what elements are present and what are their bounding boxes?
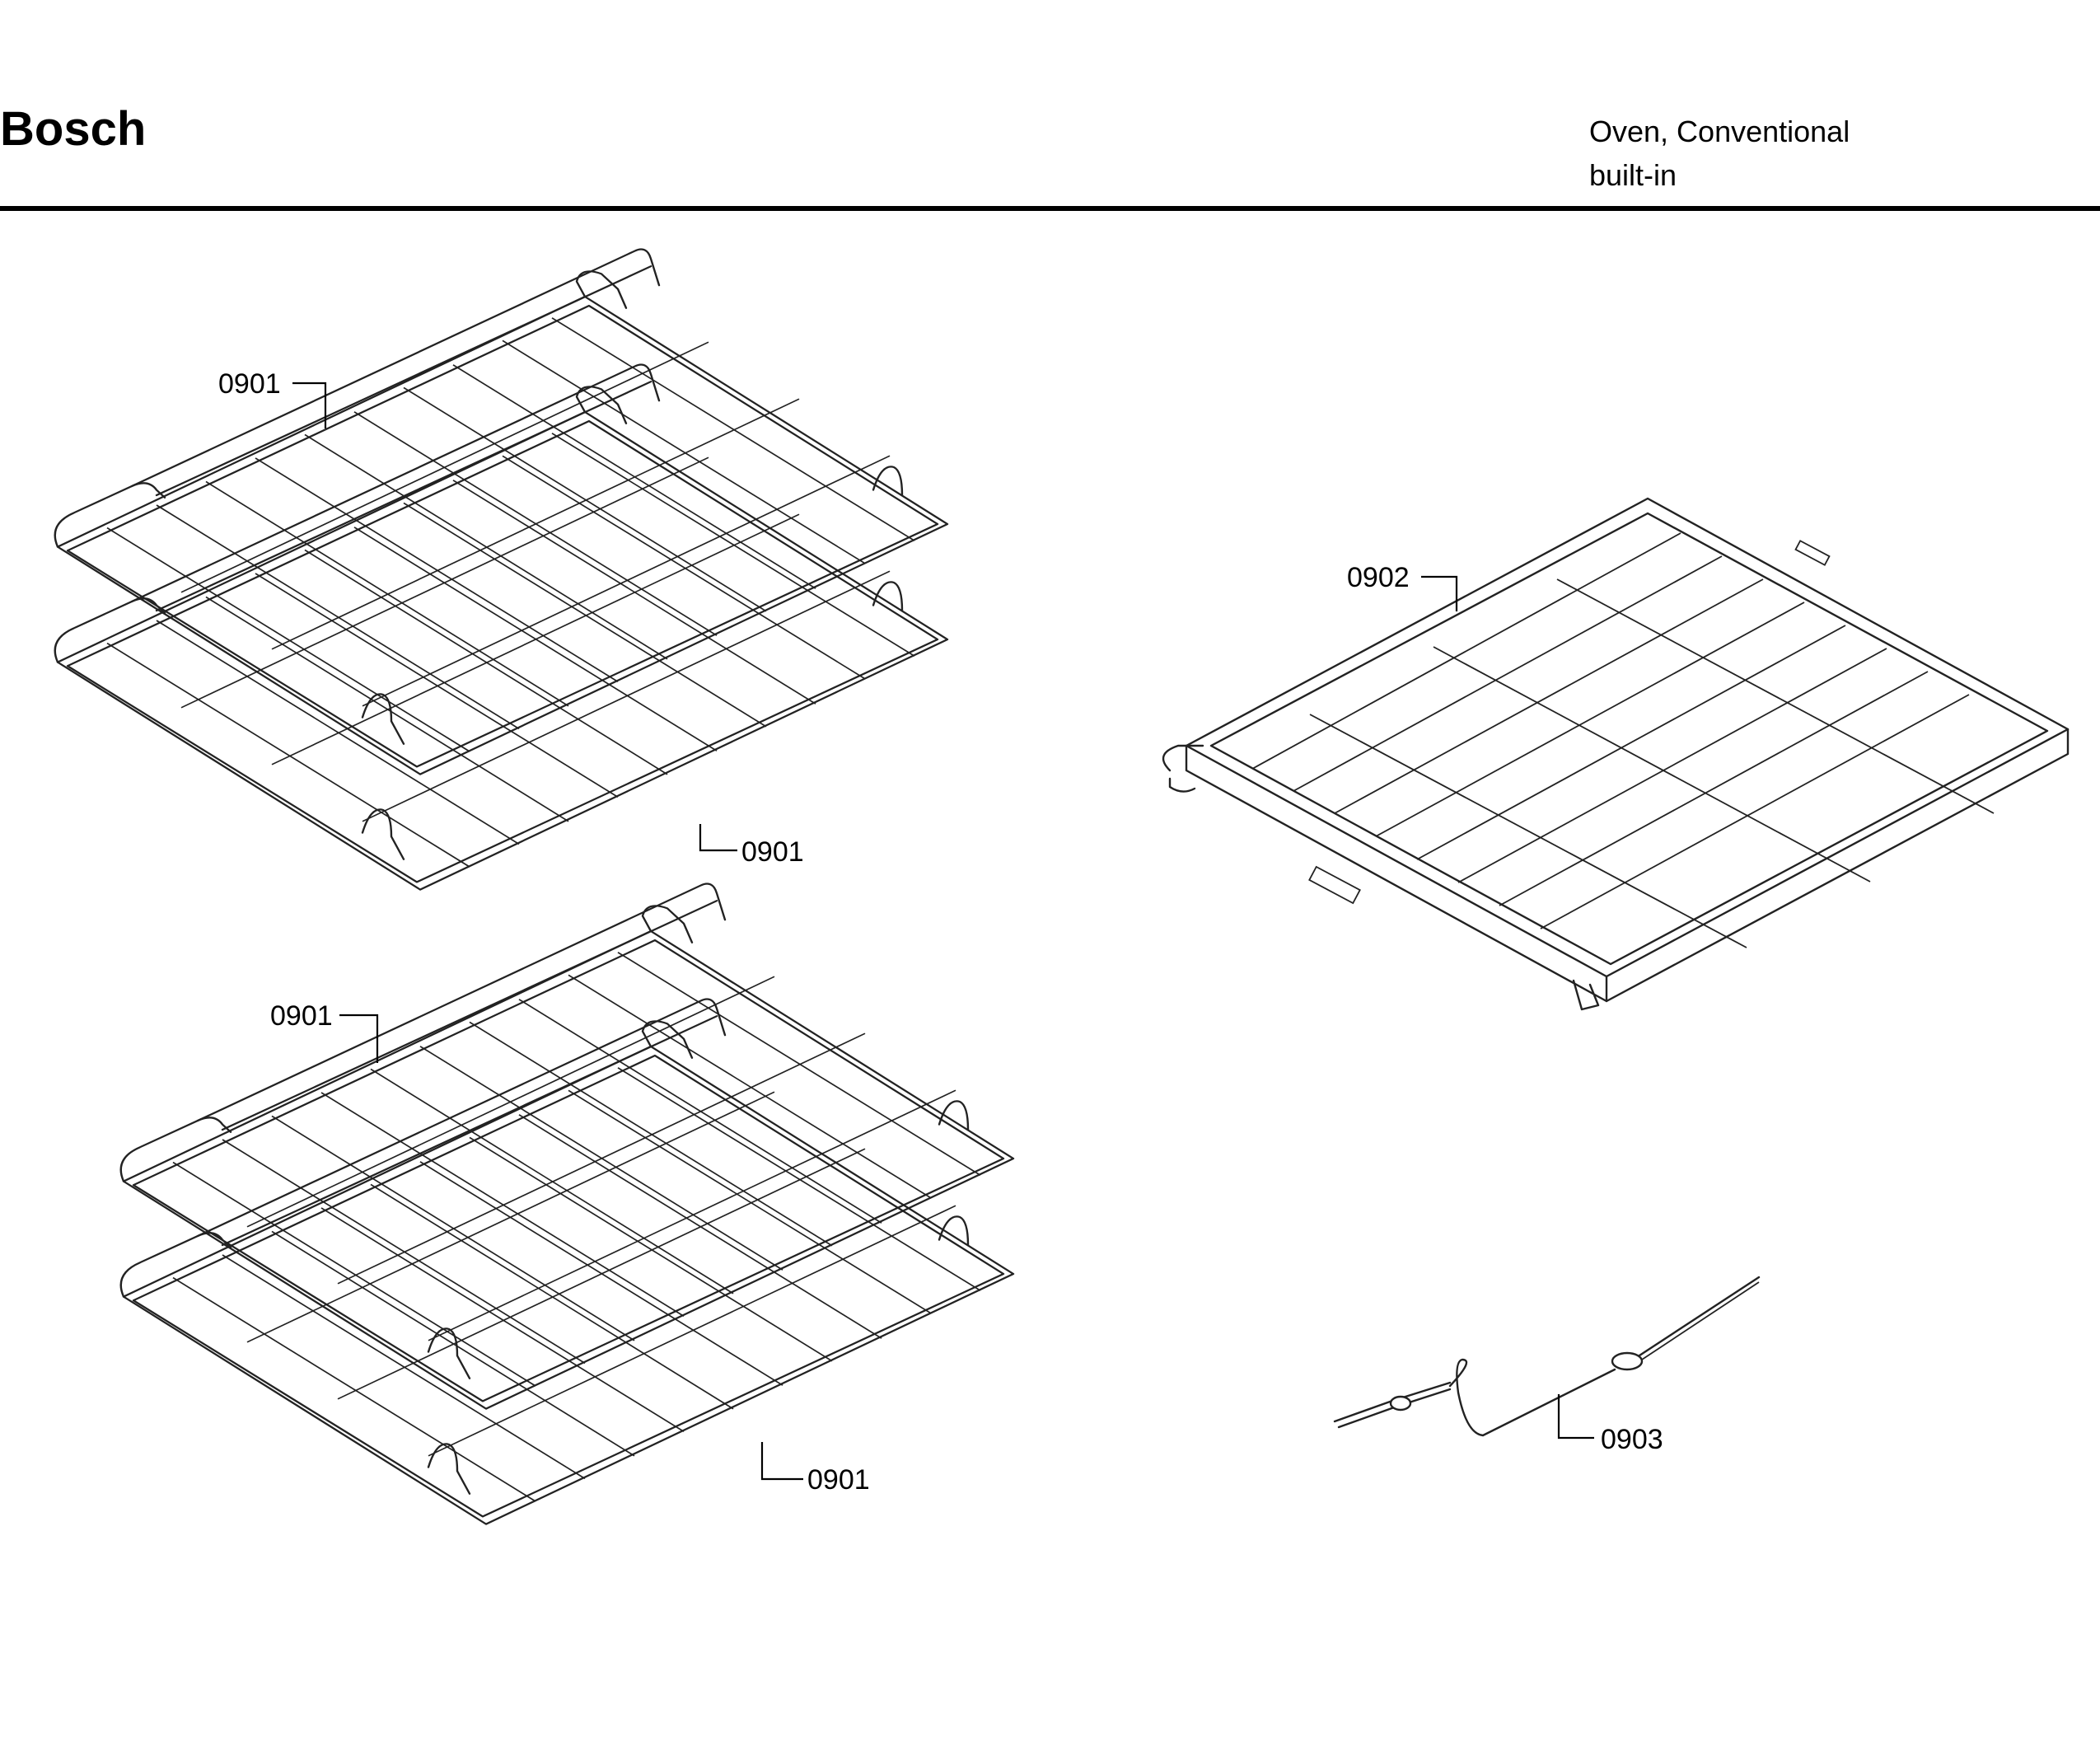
brand-logo-text: Bosch (0, 102, 147, 156)
callout-rack-1-lower: 0901 (699, 824, 804, 868)
wire-rack-2-lower (119, 998, 1015, 1525)
callout-label: 0901 (218, 368, 281, 400)
meat-probe (1333, 1276, 1761, 1437)
telescopic-rack (1162, 497, 2070, 1011)
wire-rack-1-lower (54, 363, 949, 891)
callout-label: 0903 (1601, 1424, 1663, 1455)
callout-label: 0901 (741, 836, 804, 868)
callout-telescopic-rack: 0902 (1347, 562, 1458, 611)
callout-rack-2-lower: 0901 (760, 1442, 870, 1496)
header-divider (0, 206, 2100, 211)
callout-label: 0901 (807, 1464, 870, 1496)
callout-rack-1-upper: 0901 (218, 368, 327, 428)
product-subtitle: built-in (1589, 158, 1677, 192)
wire-rack-2-upper (119, 883, 1015, 1410)
wire-rack-1-upper (54, 248, 949, 775)
callout-meat-probe: 0903 (1557, 1394, 1663, 1455)
product-title: Oven, Conventional (1589, 115, 1850, 148)
callout-label: 0901 (270, 1000, 333, 1032)
callout-rack-2-upper: 0901 (270, 1000, 379, 1063)
callout-label: 0902 (1347, 562, 1410, 593)
